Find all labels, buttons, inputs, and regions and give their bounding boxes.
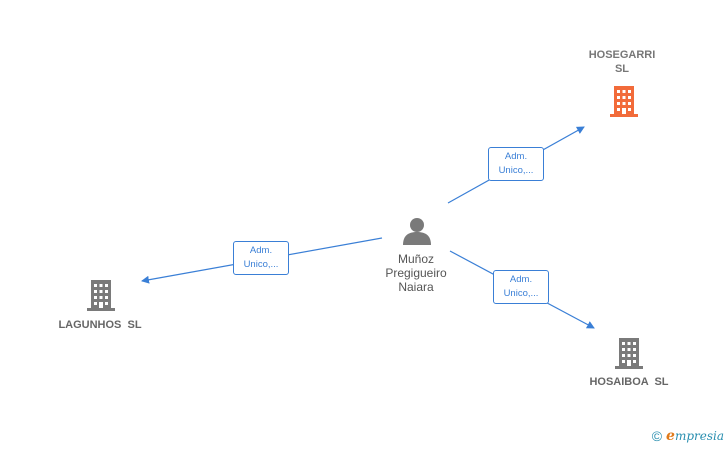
person-icon[interactable] — [402, 216, 432, 251]
lagunhos-label[interactable]: LAGUNHOS SL — [58, 319, 142, 331]
person-name-line3: Naiara — [398, 280, 434, 294]
brand-initial: e — [666, 428, 675, 444]
brand-logo: empresia — [666, 428, 724, 444]
copyright-symbol: © — [651, 428, 663, 444]
relation-role-line2: Unico,... — [503, 288, 539, 299]
relation-label-lagunhos[interactable]: Adm. Unico,... — [233, 241, 289, 275]
hosegarri-name-line1: HOSEGARRI — [588, 49, 656, 61]
relation-role-line1: Adm. — [504, 151, 528, 162]
relation-label-hosaiboa[interactable]: Adm. Unico,... — [493, 270, 549, 304]
hosegarri-label[interactable]: HOSEGARRI SL — [572, 48, 672, 76]
person-name-line2: Pregigueiro — [385, 266, 447, 280]
brand-name: mpresia — [674, 429, 724, 443]
person-name-line1: Muñoz — [397, 252, 435, 266]
relation-role-line2: Unico,... — [243, 259, 279, 270]
relation-role-line1: Adm. — [509, 274, 533, 285]
relation-role-line2: Unico,... — [498, 165, 534, 176]
person-name[interactable]: Muñoz Pregigueiro Naiara — [366, 252, 466, 294]
relation-role-line1: Adm. — [249, 245, 273, 256]
building-icon[interactable] — [613, 336, 645, 375]
relation-label-hosegarri[interactable]: Adm. Unico,... — [488, 147, 544, 181]
building-icon[interactable] — [608, 84, 640, 123]
hosegarri-name-line2: SL — [614, 63, 630, 75]
brand-footer: © empresia — [652, 428, 724, 444]
building-icon[interactable] — [85, 278, 117, 317]
hosaiboa-label[interactable]: HOSAIBOA SL — [589, 376, 669, 388]
